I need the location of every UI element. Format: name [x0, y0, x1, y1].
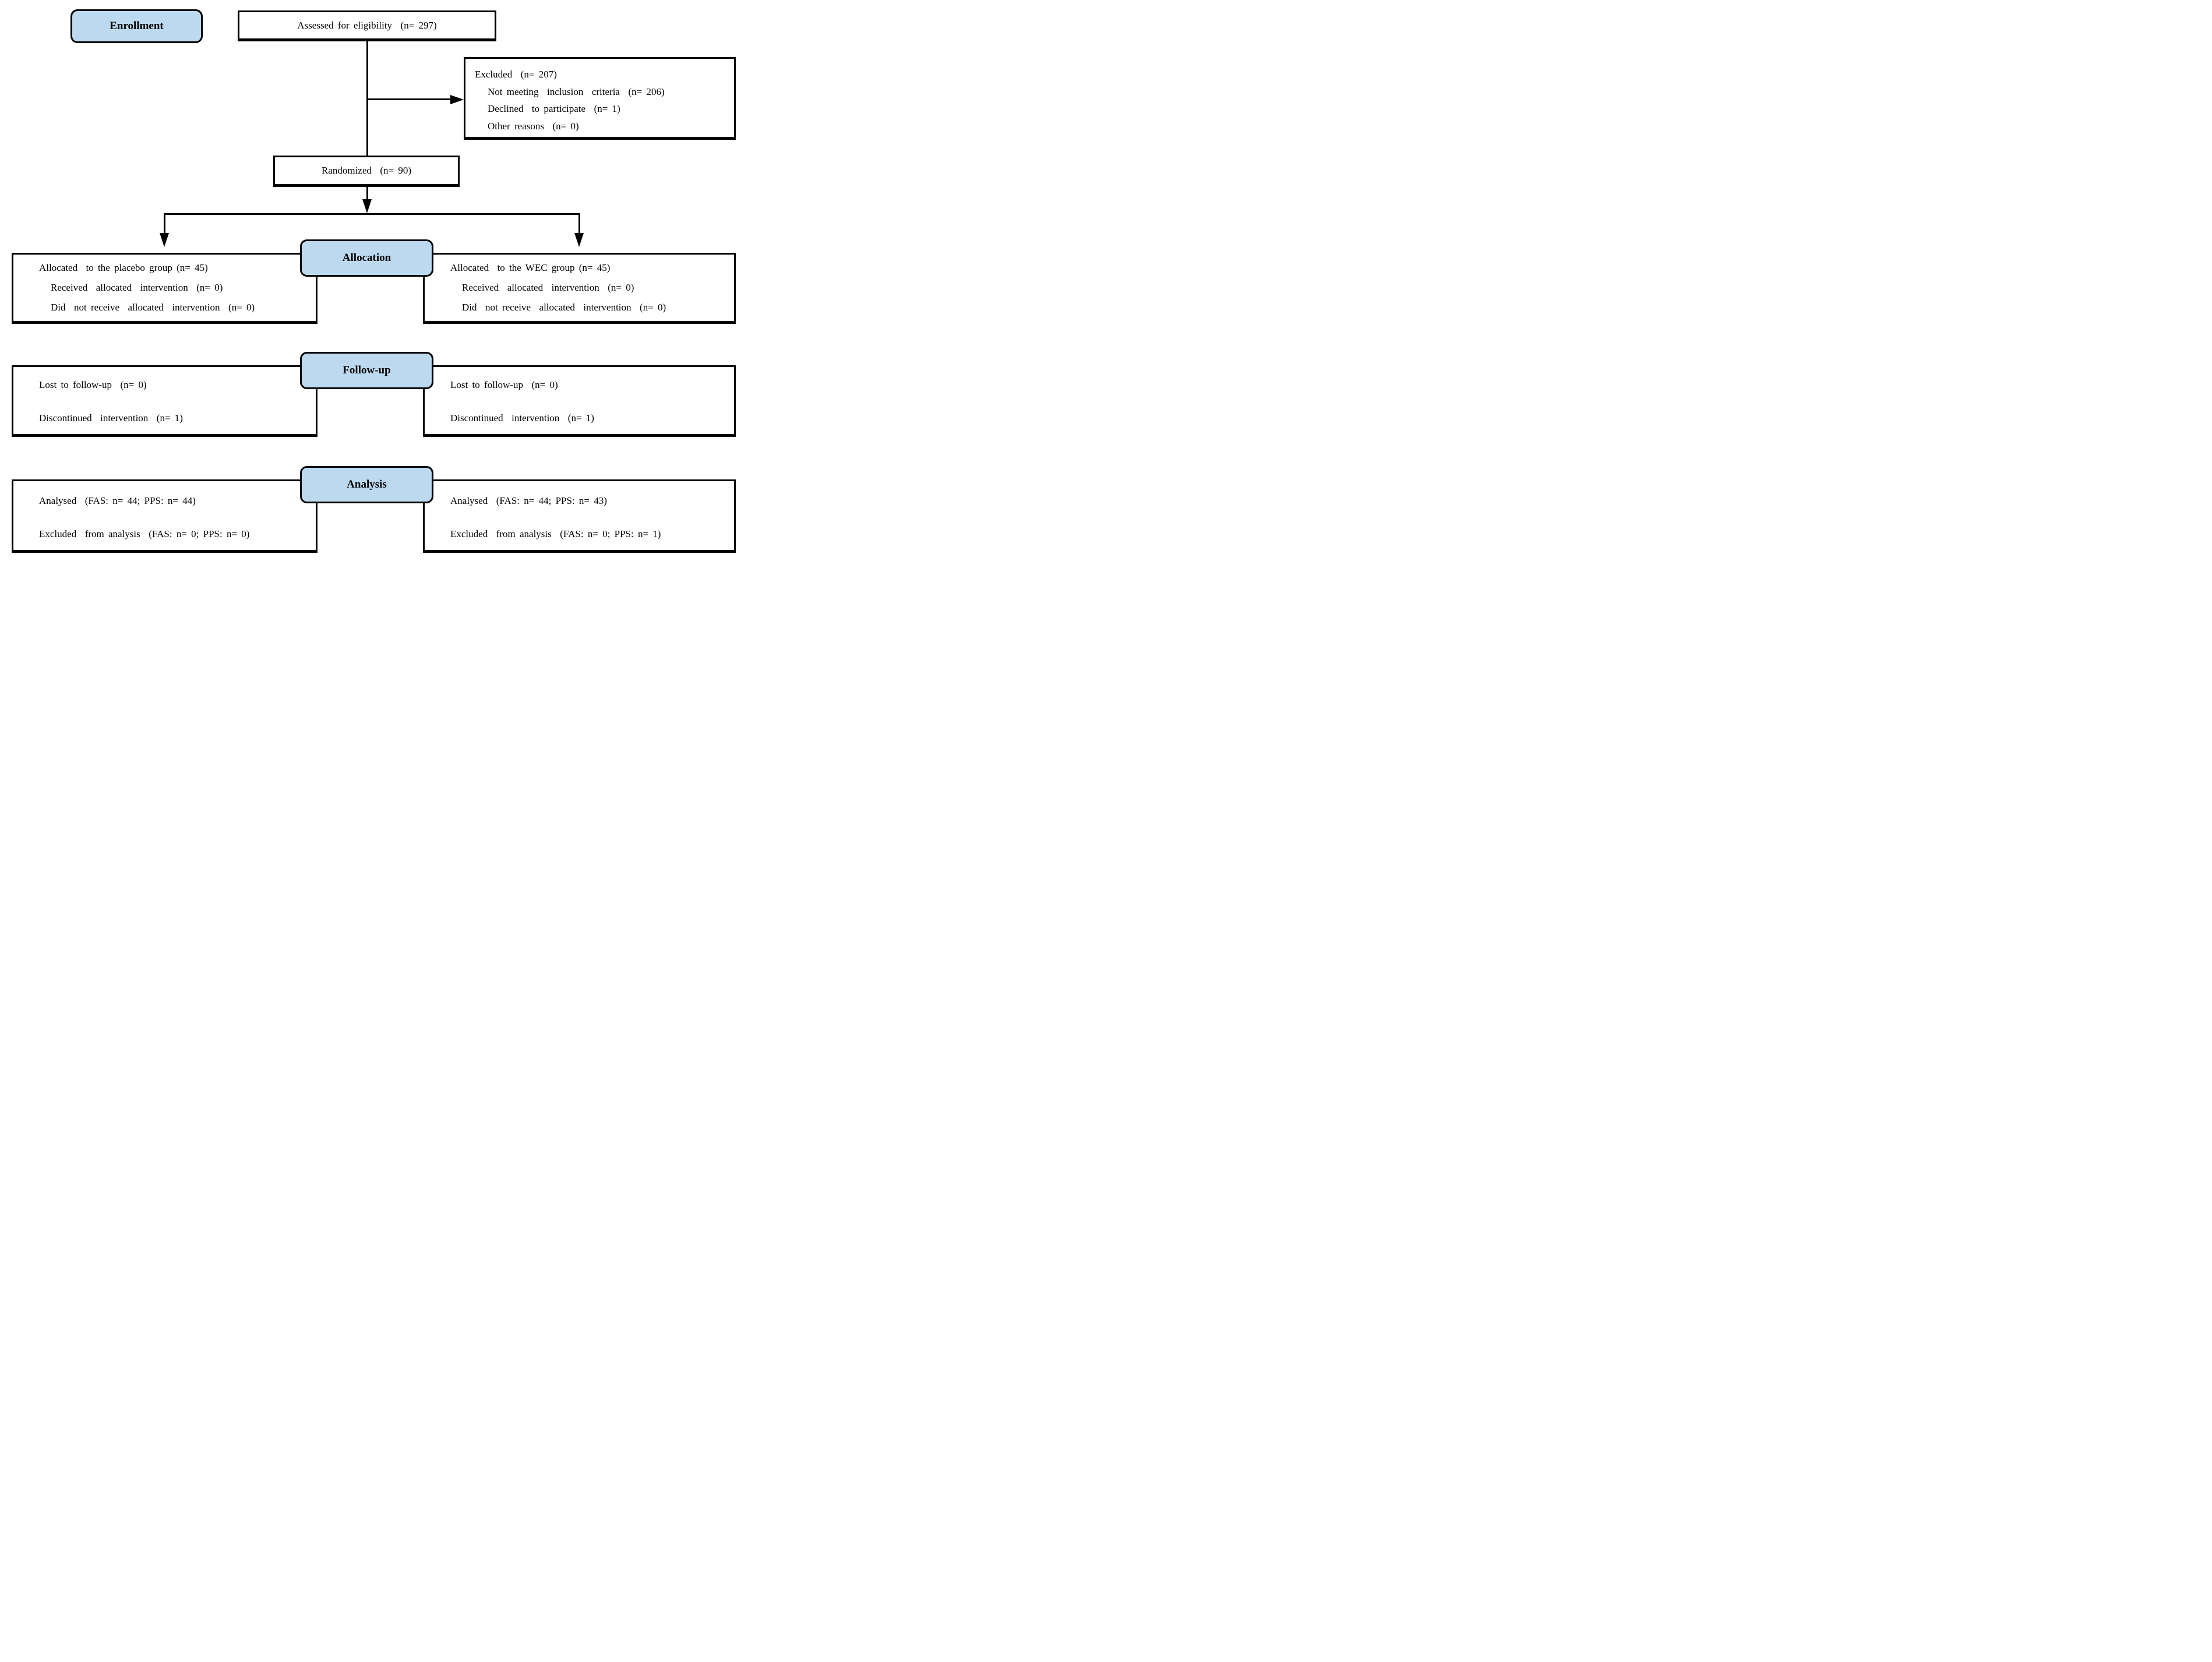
allocation-left-title: Allocated to the placebo group (n= 45)	[39, 262, 208, 273]
allocation-right-item: Did not receive allocated intervention (…	[462, 302, 666, 313]
excluded-item: Other reasons (n= 0)	[488, 120, 579, 132]
followup-right-line: Discontinued intervention (n= 1)	[450, 412, 594, 424]
analysis-right-box: Analysed (FAS: n= 44; PPS: n= 43) Exclud…	[423, 479, 736, 553]
assessed-box: Assessed for eligibility (n= 297)	[238, 10, 496, 41]
excluded-item: Not meeting inclusion criteria (n= 206)	[488, 86, 665, 97]
allocation-right-title: Allocated to the WEC group (n= 45)	[450, 262, 611, 273]
analysis-left-box: Analysed (FAS: n= 44; PPS: n= 44) Exclud…	[12, 479, 317, 553]
stage-enrollment: Enrollment	[70, 9, 203, 43]
followup-right-box: Lost to follow-up (n= 0) Discontinued in…	[423, 365, 736, 437]
stage-followup-label: Follow-up	[343, 364, 391, 376]
followup-left-line: Discontinued intervention (n= 1)	[39, 412, 183, 424]
stage-allocation-label: Allocation	[342, 252, 391, 264]
allocation-left-box: Allocated to the placebo group (n= 45) R…	[12, 253, 317, 324]
connector-randomized-branch	[366, 187, 368, 199]
stage-allocation: Allocation	[300, 239, 433, 277]
randomized-box: Randomized (n= 90)	[273, 156, 460, 187]
stage-followup: Follow-up	[300, 352, 433, 389]
allocation-left-item: Did not receive allocated intervention (…	[51, 302, 255, 313]
analysis-left-line: Excluded from analysis (FAS: n= 0; PPS: …	[39, 528, 250, 539]
allocation-left-item: Received allocated intervention (n= 0)	[51, 282, 223, 293]
followup-left-line: Lost to follow-up (n= 0)	[39, 379, 147, 390]
connector-branch-right	[578, 215, 580, 233]
connector-branch-left	[164, 215, 165, 233]
analysis-right-line: Excluded from analysis (FAS: n= 0; PPS: …	[450, 528, 661, 539]
stage-analysis-label: Analysis	[347, 478, 387, 491]
followup-left-box: Lost to follow-up (n= 0) Discontinued in…	[12, 365, 317, 437]
arrowhead-right-arm-icon	[574, 233, 584, 247]
followup-right-line: Lost to follow-up (n= 0)	[450, 379, 558, 390]
arrowhead-branch-icon	[362, 199, 372, 213]
arrowhead-excluded-icon	[450, 95, 464, 104]
branch-line	[164, 213, 580, 215]
analysis-left-line: Analysed (FAS: n= 44; PPS: n= 44)	[39, 495, 196, 506]
connector-to-excluded	[367, 98, 451, 100]
arrowhead-left-arm-icon	[160, 233, 169, 247]
excluded-item: Declined to participate (n= 1)	[488, 103, 620, 114]
allocation-right-box: Allocated to the WEC group (n= 45) Recei…	[423, 253, 736, 324]
stage-analysis: Analysis	[300, 466, 433, 503]
excluded-box: Excluded (n= 207) Not meeting inclusion …	[464, 57, 736, 140]
excluded-title: Excluded (n= 207)	[475, 69, 557, 80]
allocation-right-item: Received allocated intervention (n= 0)	[462, 282, 634, 293]
consort-flow-diagram: Enrollment Assessed for eligibility (n= …	[0, 0, 738, 554]
stage-enrollment-label: Enrollment	[110, 20, 164, 32]
assessed-text: Assessed for eligibility (n= 297)	[297, 19, 437, 31]
analysis-right-line: Analysed (FAS: n= 44; PPS: n= 43)	[450, 495, 607, 506]
randomized-text: Randomized (n= 90)	[321, 165, 412, 176]
